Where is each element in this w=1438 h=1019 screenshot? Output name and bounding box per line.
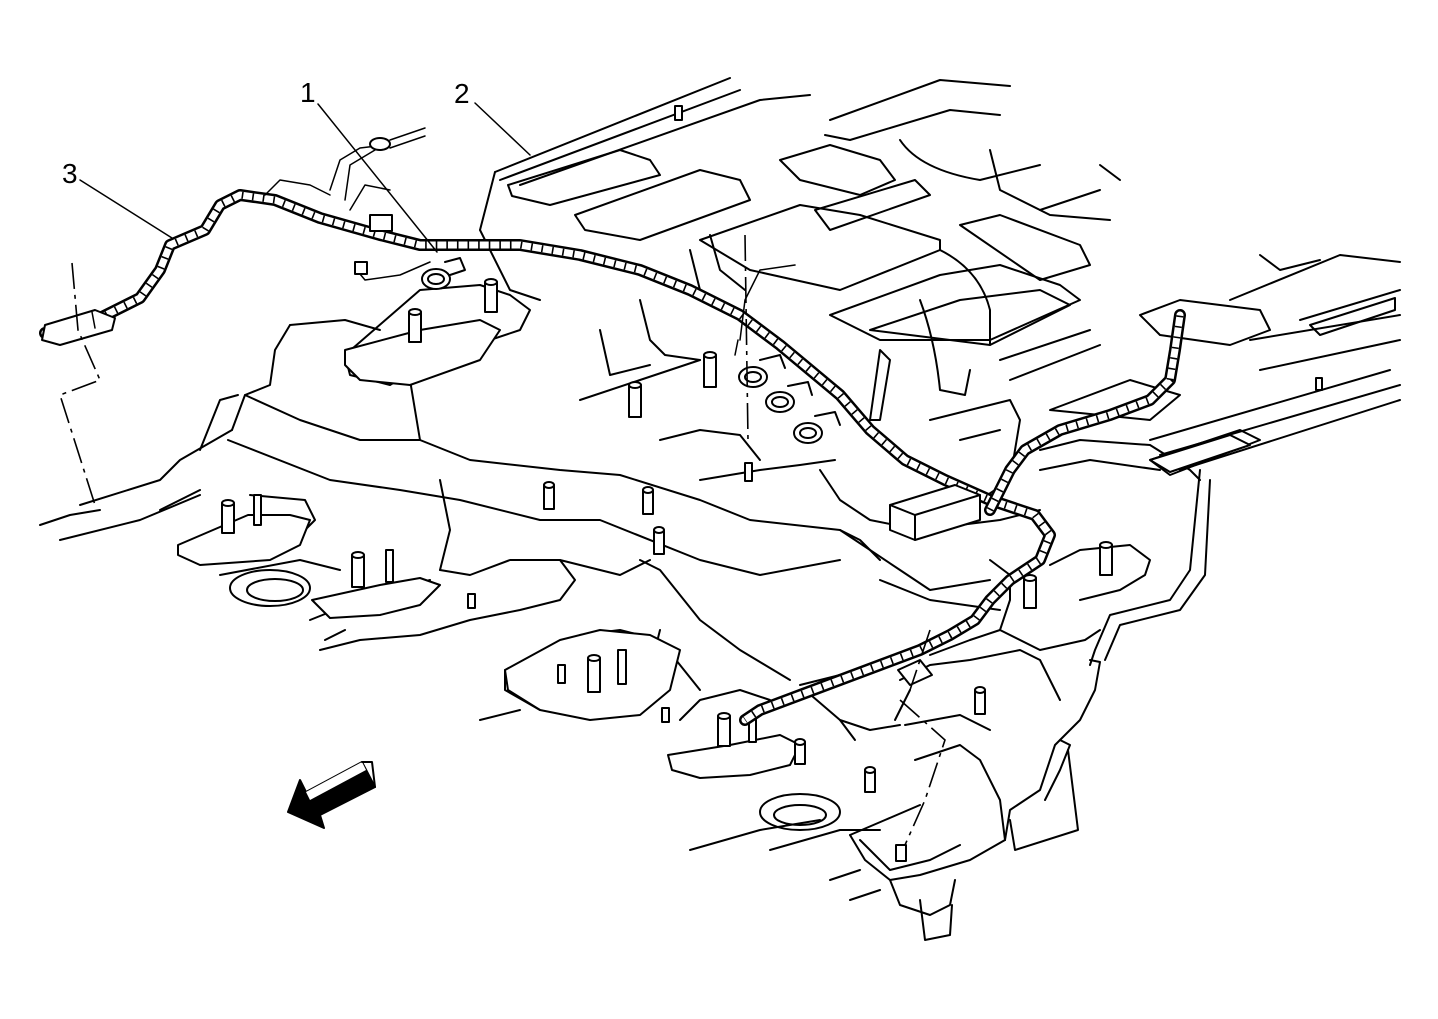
- seat-mount-pads: [177, 319, 1251, 831]
- leader-3: [79, 179, 173, 239]
- stud: [221, 499, 235, 534]
- tunnel-connector: [765, 381, 813, 413]
- stud: [974, 686, 986, 715]
- harness-clip: [369, 137, 391, 151]
- stud: [653, 526, 665, 555]
- callout-labels: 1 2 3: [62, 77, 470, 189]
- harness-connectors: [421, 257, 981, 686]
- stud: [385, 549, 394, 583]
- connector-1: [421, 257, 466, 290]
- floor-access-hole: [229, 569, 311, 607]
- stud: [642, 486, 654, 515]
- stud: [408, 308, 422, 343]
- callout-1: 1: [300, 77, 316, 108]
- stud: [628, 381, 642, 418]
- stud: [617, 649, 627, 685]
- floor-access-hole: [759, 793, 841, 831]
- stud: [253, 494, 262, 526]
- stud: [1315, 377, 1323, 391]
- stud: [1099, 541, 1113, 576]
- wiring-harness: [39, 127, 1186, 726]
- rear-floor-panel: [494, 77, 1401, 476]
- alignment-lines: [59, 234, 946, 846]
- stud: [543, 481, 555, 510]
- stud: [587, 654, 601, 693]
- stud: [864, 766, 876, 793]
- leader-1: [317, 103, 438, 253]
- ground-terminal: [354, 261, 368, 275]
- callout-3: 3: [62, 158, 78, 189]
- stud: [661, 707, 670, 723]
- front-direction-arrow-icon: [287, 761, 376, 829]
- tunnel-connector: [738, 354, 786, 388]
- leader-2: [474, 102, 531, 156]
- harness-connector: [369, 214, 393, 232]
- electronic-module: [889, 484, 981, 541]
- stud: [794, 738, 806, 765]
- stud: [557, 664, 566, 684]
- stud: [744, 462, 753, 482]
- stud: [1023, 574, 1037, 609]
- stud: [895, 844, 907, 862]
- mounting-studs: [221, 105, 1323, 862]
- stud: [484, 278, 498, 313]
- stud: [467, 593, 476, 609]
- callout-2: 2: [454, 78, 470, 109]
- stud: [351, 551, 365, 588]
- stud: [674, 105, 683, 121]
- callout-leaders: [79, 102, 531, 253]
- stud: [717, 712, 731, 747]
- tunnel-connector: [793, 411, 841, 444]
- stud: [703, 351, 717, 388]
